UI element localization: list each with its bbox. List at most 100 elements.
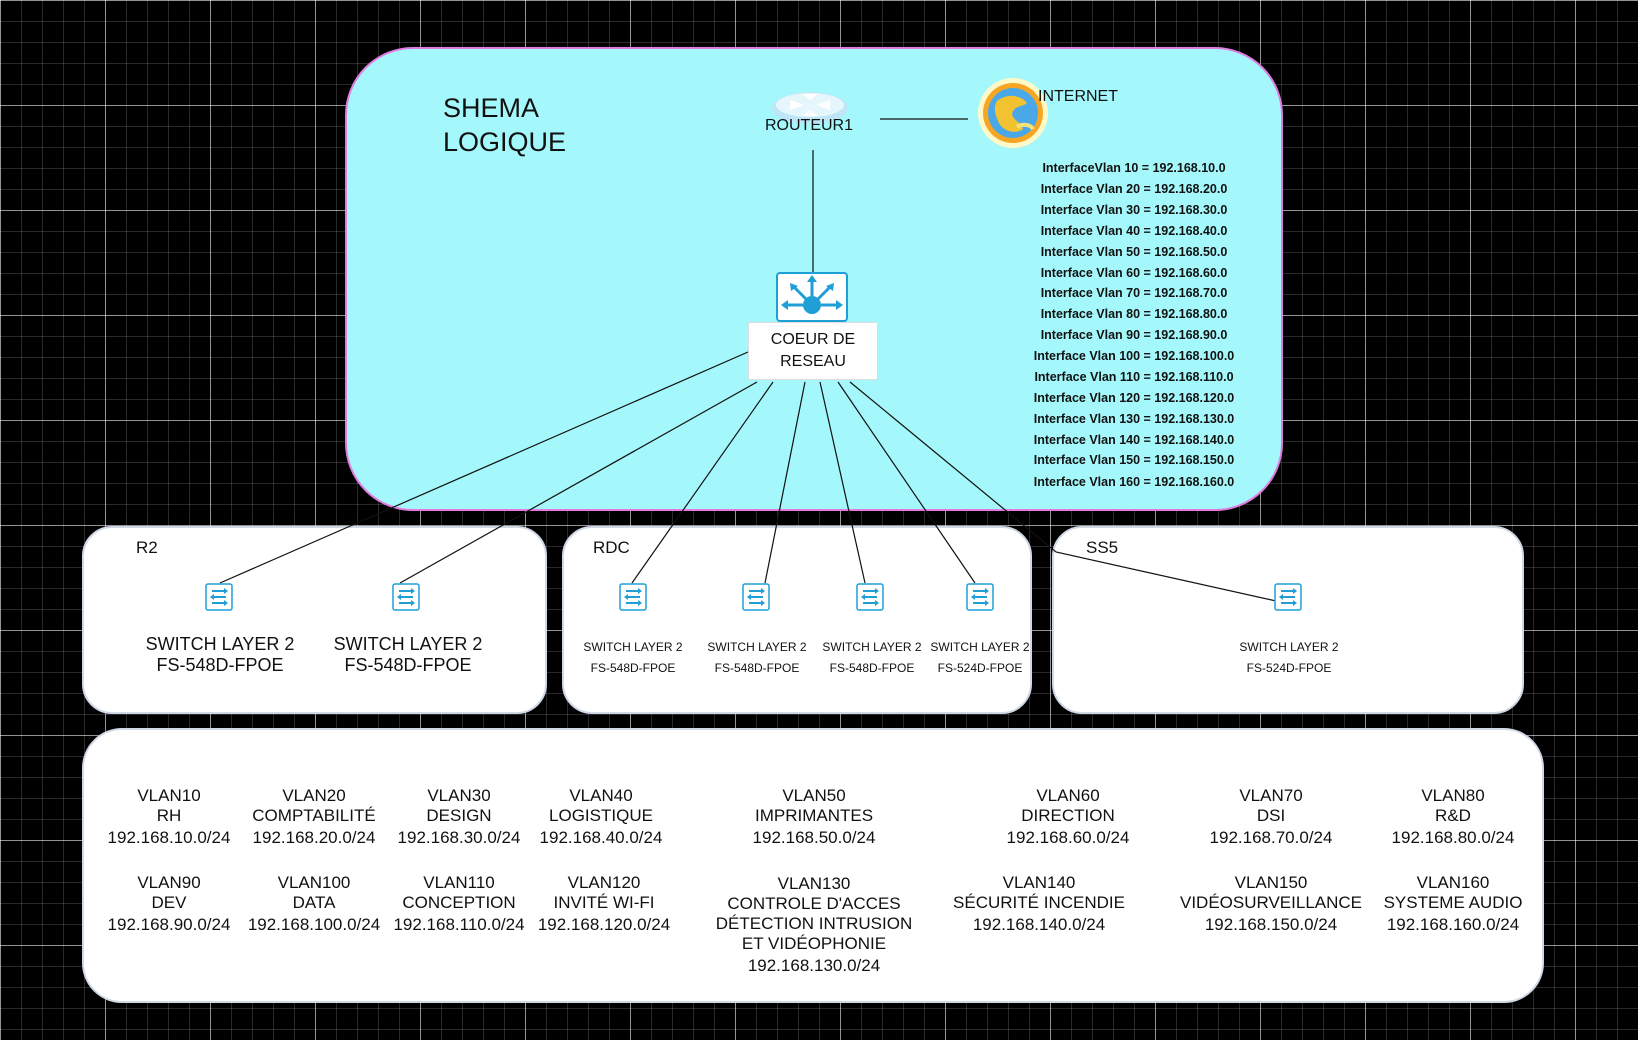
- interface-item: InterfaceVlan 10 = 192.168.10.0: [1042, 161, 1226, 175]
- switch-type: SWITCH LAYER 2: [707, 640, 807, 654]
- switch-label-rdc-3: SWITCH LAYER 2 FS-548D-FPOE: [822, 637, 921, 679]
- floor-label-rdc: RDC: [593, 538, 630, 557]
- core-label-line1: COEUR DE: [770, 331, 856, 348]
- vlan-subnet: 192.168.100.0/24: [247, 915, 381, 934]
- link-core-rdc-switch3: [819, 381, 866, 584]
- vlan-name: INVITÉ WI-FI: [553, 893, 655, 912]
- globe-icon: [978, 78, 1048, 148]
- switch-type: SWITCH LAYER 2: [333, 634, 483, 654]
- link-core-rdc-switch2: [764, 381, 806, 584]
- interface-item: Interface Vlan 130 = 192.168.130.0: [1033, 412, 1235, 426]
- vlan-name: DSI: [1256, 806, 1286, 825]
- vlan-subnet: 192.168.90.0/24: [107, 915, 231, 934]
- vlan-id: VLAN160: [1416, 873, 1490, 892]
- interface-item: Interface Vlan 20 = 192.168.20.0: [1040, 182, 1228, 196]
- vlan-subnet: 192.168.60.0/24: [1006, 828, 1130, 847]
- vlan-subnet: 192.168.120.0/24: [537, 915, 671, 934]
- vlan-id: VLAN60: [1036, 786, 1100, 805]
- vlan-name: DATA: [292, 893, 336, 912]
- vlan-entry: VLAN60 DIRECTION 192.168.60.0/24: [1007, 786, 1130, 848]
- vlan-name: DEV: [151, 893, 187, 912]
- vlan-subnet: 192.168.110.0/24: [393, 915, 525, 934]
- vlan-name: DIRECTION: [1021, 806, 1115, 825]
- vlan-entry: VLAN120 INVITÉ WI-FI 192.168.120.0/24: [538, 873, 670, 935]
- vlan-entry: VLAN100 DATA 192.168.100.0/24: [248, 873, 380, 935]
- vlan-name: CONTROLE D'ACCES: [727, 894, 901, 913]
- vlan-entry: VLAN130 CONTROLE D'ACCES DÉTECTION INTRU…: [716, 874, 912, 976]
- switch-type: SWITCH LAYER 2: [930, 640, 1030, 654]
- switch-model: FS-524D-FPOE: [937, 661, 1023, 675]
- vlan-entry: VLAN70 DSI 192.168.70.0/24: [1210, 786, 1333, 848]
- switch-icon: [205, 583, 233, 611]
- interface-item: Interface Vlan 50 = 192.168.50.0: [1040, 245, 1228, 259]
- vlan-subnet: 192.168.140.0/24: [972, 915, 1106, 934]
- vlan-subnet: 192.168.20.0/24: [252, 828, 376, 847]
- interface-item: Interface Vlan 110 = 192.168.110.0: [1034, 370, 1234, 384]
- vlan-name: R&D: [1435, 806, 1471, 825]
- floor-label-r2: R2: [136, 538, 158, 557]
- interface-item: Interface Vlan 60 = 192.168.60.0: [1040, 266, 1228, 280]
- switch-type: SWITCH LAYER 2: [145, 634, 295, 654]
- vlan-id: VLAN20: [282, 786, 346, 805]
- interface-item: Interface Vlan 140 = 192.168.140.0: [1033, 433, 1235, 447]
- vlan-entry: VLAN140 SÉCURITÉ INCENDIE 192.168.140.0/…: [953, 873, 1125, 935]
- vlan-name: LOGISTIQUE: [549, 806, 653, 825]
- interface-item: Interface Vlan 30 = 192.168.30.0: [1040, 203, 1228, 217]
- interface-item: Interface Vlan 160 = 192.168.160.0: [1033, 475, 1235, 489]
- layer3-switch-icon: [776, 272, 848, 322]
- vlan-entry: VLAN150 VIDÉOSURVEILLANCE 192.168.150.0/…: [1180, 873, 1362, 935]
- vlan-id: VLAN110: [423, 873, 495, 892]
- vlan-subnet: 192.168.160.0/24: [1386, 915, 1520, 934]
- vlan-id: VLAN80: [1421, 786, 1485, 805]
- vlan-name: VIDÉOSURVEILLANCE: [1179, 893, 1363, 912]
- interface-item: Interface Vlan 90 = 192.168.90.0: [1040, 328, 1228, 342]
- switch-icon: [619, 583, 647, 611]
- vlan-id: VLAN70: [1239, 786, 1303, 805]
- vlan-subnet: 192.168.30.0/24: [397, 828, 521, 847]
- link-core-rdc-switch1: [631, 381, 774, 584]
- vlan-name-line2: DÉTECTION INTRUSION: [715, 914, 913, 933]
- interface-item: Interface Vlan 70 = 192.168.70.0: [1040, 286, 1228, 300]
- vlan-id: VLAN90: [137, 873, 201, 892]
- vlan-entry: VLAN80 R&D 192.168.80.0/24: [1392, 786, 1515, 848]
- switch-model: FS-548D-FPOE: [714, 661, 800, 675]
- vlan-entry: VLAN10 RH 192.168.10.0/24: [108, 786, 231, 848]
- switch-model: FS-548D-FPOE: [829, 661, 915, 675]
- interface-item: Interface Vlan 80 = 192.168.80.0: [1040, 307, 1228, 321]
- switch-icon: [742, 583, 770, 611]
- interface-item: Interface Vlan 100 = 192.168.100.0: [1033, 349, 1235, 363]
- vlan-name-line3: ET VIDÉOPHONIE: [741, 934, 887, 953]
- vlan-subnet: 192.168.40.0/24: [539, 828, 663, 847]
- switch-model: FS-548D-FPOE: [590, 661, 676, 675]
- vlan-name: RH: [156, 806, 182, 825]
- vlan-subnet: 192.168.10.0/24: [107, 828, 231, 847]
- vlan-list-panel: [82, 728, 1544, 1003]
- floor-label-ss5: SS5: [1086, 538, 1119, 557]
- vlan-id: VLAN10: [137, 786, 201, 805]
- core-label-line2: RESEAU: [780, 353, 846, 370]
- vlan-subnet: 192.168.130.0/24: [747, 956, 881, 975]
- switch-type: SWITCH LAYER 2: [822, 640, 922, 654]
- vlan-id: VLAN120: [567, 873, 641, 892]
- vlan-name: SYSTEME AUDIO: [1383, 893, 1523, 912]
- switch-label-rdc-1: SWITCH LAYER 2 FS-548D-FPOE: [583, 637, 682, 679]
- vlan-subnet: 192.168.50.0/24: [752, 828, 876, 847]
- switch-icon: [856, 583, 884, 611]
- vlan-entry: VLAN20 COMPTABILITÉ 192.168.20.0/24: [252, 786, 375, 848]
- vlan-subnet: 192.168.150.0/24: [1204, 915, 1338, 934]
- vlan-subnet: 192.168.80.0/24: [1391, 828, 1515, 847]
- router-label: ROUTEUR1: [765, 117, 854, 134]
- switch-icon: [392, 583, 420, 611]
- vlan-entry: VLAN160 SYSTEME AUDIO 192.168.160.0/24: [1384, 873, 1523, 935]
- vlan-name: COMPTABILITÉ: [252, 806, 376, 825]
- vlan-subnet: 192.168.70.0/24: [1209, 828, 1333, 847]
- vlan-id: VLAN40: [569, 786, 633, 805]
- floor-panel-r2: [82, 526, 547, 714]
- switch-type: SWITCH LAYER 2: [583, 640, 683, 654]
- switch-icon: [1274, 583, 1302, 611]
- switch-label-r2-2: SWITCH LAYER 2 FS-548D-FPOE: [334, 634, 483, 676]
- switch-label-rdc-2: SWITCH LAYER 2 FS-548D-FPOE: [707, 637, 806, 679]
- link-core-r2-switch1: [219, 351, 749, 584]
- vlan-name: SÉCURITÉ INCENDIE: [953, 893, 1125, 912]
